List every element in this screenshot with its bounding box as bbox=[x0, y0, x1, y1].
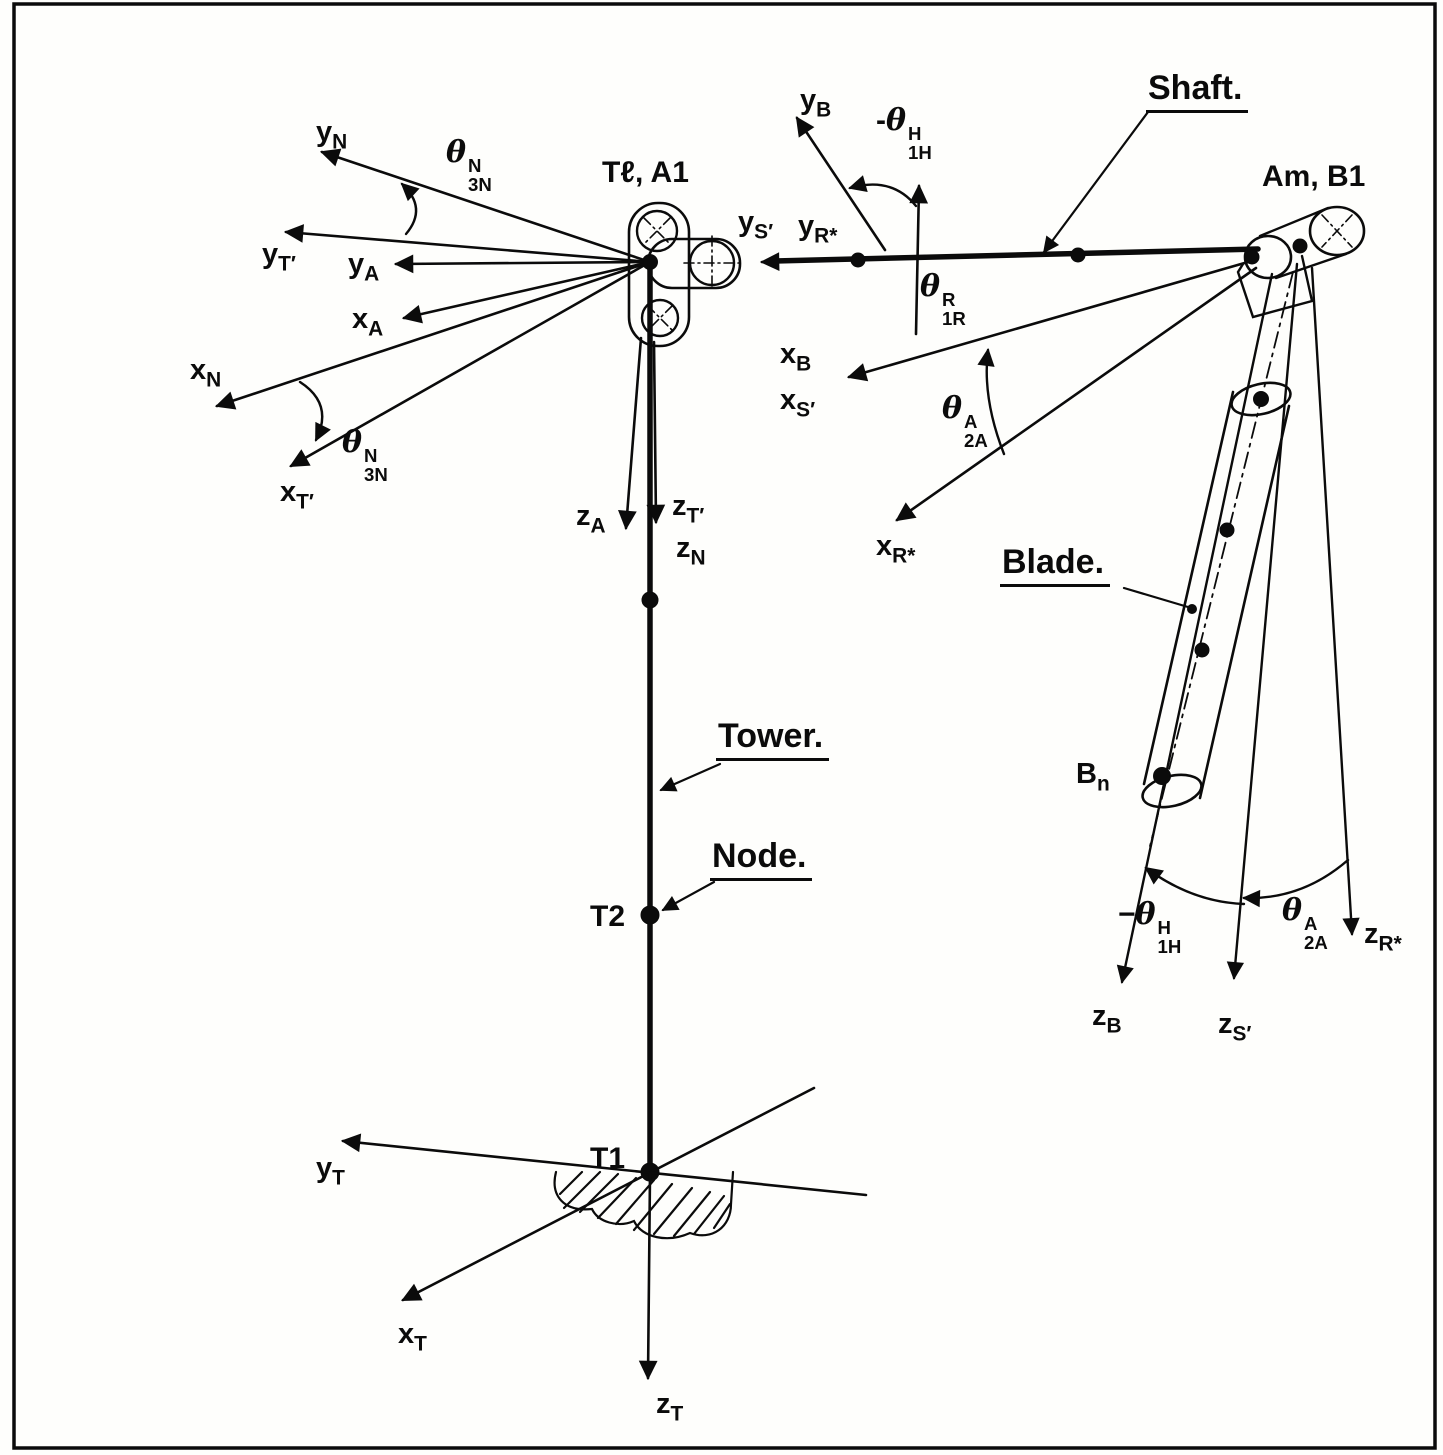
blade-leader bbox=[1122, 586, 1190, 609]
xRstar-arrow bbox=[895, 266, 1258, 522]
yT-axis-arrow bbox=[340, 1133, 868, 1197]
xTprime-arrow bbox=[289, 260, 652, 468]
xB-label: xB bbox=[780, 338, 812, 376]
theta1R-arrow bbox=[909, 183, 929, 336]
zA-label: zA bbox=[576, 500, 606, 538]
zSprime-label: zS′ bbox=[1218, 1008, 1252, 1046]
zRstar-arrow bbox=[1310, 266, 1360, 936]
yA-arrow bbox=[393, 254, 652, 274]
shaft-left-arrow bbox=[759, 252, 866, 272]
shaft-callout: Shaft. bbox=[1146, 69, 1249, 113]
shaft-leader bbox=[1042, 110, 1150, 254]
yTprime-label: yT′ bbox=[262, 238, 296, 276]
yTprime-arrow bbox=[283, 224, 652, 264]
zB-arrow bbox=[1116, 272, 1274, 984]
theta1H-lower-arc bbox=[1144, 866, 1246, 906]
zT-label: zT bbox=[656, 1388, 684, 1426]
xN-arrow bbox=[214, 260, 652, 410]
xTprime-label: xT′ bbox=[280, 476, 314, 514]
xSprime-label: xS′ bbox=[780, 384, 816, 422]
tower-top-hub bbox=[627, 201, 743, 348]
node-callout: Node. bbox=[710, 837, 813, 881]
zA-arrow bbox=[618, 336, 643, 531]
tower-callout: Tower. bbox=[716, 717, 830, 761]
yT-label: yT bbox=[316, 1152, 345, 1190]
yA-label: yA bbox=[348, 248, 380, 286]
zSprime-arrow bbox=[1226, 262, 1299, 980]
zTprime-label: zT′ bbox=[672, 490, 705, 528]
tower-node-dot bbox=[641, 591, 659, 609]
xN-label: xN bbox=[190, 354, 222, 392]
zRstar-label: zR* bbox=[1364, 918, 1402, 956]
theta1H-upper-arc bbox=[848, 175, 918, 208]
blade-cylinder bbox=[1141, 271, 1294, 847]
theta3N-upper-arc bbox=[400, 182, 420, 236]
theta3N-lower-arc bbox=[298, 380, 331, 442]
yN-arrow bbox=[319, 148, 652, 264]
xT-axis-arrow bbox=[401, 1086, 816, 1302]
blade-leader-dot bbox=[1187, 604, 1197, 614]
zT-axis-arrow bbox=[638, 1172, 658, 1381]
yRstar-label: yR* bbox=[798, 210, 838, 248]
t2-label: T2 bbox=[590, 900, 626, 933]
yB-arrow bbox=[795, 116, 887, 252]
hub-right-label: Am, B1 bbox=[1262, 160, 1366, 193]
ground-hatch bbox=[558, 1170, 732, 1238]
xB-xSprime-arrow bbox=[846, 260, 1250, 382]
tower-leader bbox=[659, 762, 722, 792]
blade-centerline bbox=[1149, 271, 1294, 847]
yN-label: yN bbox=[316, 116, 348, 154]
t2-node-dot bbox=[640, 905, 660, 925]
theta2A-lower-arc bbox=[1242, 858, 1350, 908]
xRstar-label: xR* bbox=[876, 530, 916, 568]
bn-node-dot bbox=[1153, 767, 1171, 785]
blade-callout: Blade. bbox=[1000, 543, 1111, 587]
zN-label: zN bbox=[676, 532, 706, 570]
hub-top-label: Tℓ, A1 bbox=[602, 156, 689, 189]
yB-label: yB bbox=[800, 84, 832, 122]
zB-label: zB bbox=[1092, 1000, 1122, 1038]
zTprime-zN-arrow bbox=[646, 340, 666, 525]
shaft-node-dot-2 bbox=[1070, 247, 1086, 263]
xA-arrow bbox=[401, 260, 652, 324]
ySprime-label: yS′ bbox=[738, 206, 774, 244]
ground-outline bbox=[553, 1170, 735, 1240]
node-leader bbox=[661, 880, 716, 912]
rotor-hub bbox=[1236, 205, 1366, 319]
xA-label: xA bbox=[352, 303, 384, 341]
bn-label: Bn bbox=[1076, 758, 1110, 796]
t1-label: T1 bbox=[590, 1142, 626, 1175]
theta2A-mid-arc bbox=[977, 348, 1006, 456]
xT-label: xT bbox=[398, 1318, 427, 1356]
frame-border bbox=[12, 2, 1437, 1450]
shaft-node-dot-1 bbox=[850, 252, 866, 268]
